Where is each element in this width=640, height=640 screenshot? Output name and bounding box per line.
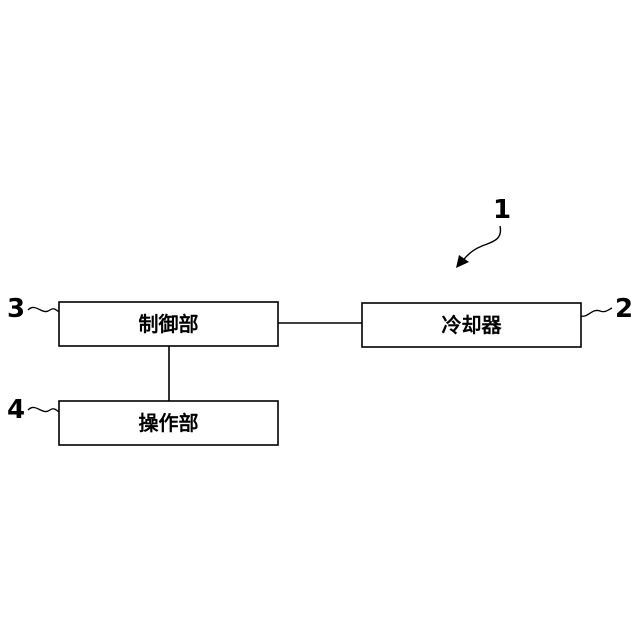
control-leader-line (28, 307, 59, 312)
cooler-label: 冷却器 (442, 313, 503, 337)
system-leader-arrowhead (456, 255, 469, 268)
operation-unit-block: 操作部 (59, 401, 278, 445)
cooler-leader-line (581, 308, 612, 316)
control-unit-label: 制御部 (139, 312, 199, 336)
operation-leader-line (28, 407, 59, 412)
system-leader-line (462, 226, 501, 262)
ref-number-system: 1 (493, 195, 511, 225)
cooler-block: 冷却器 (362, 303, 581, 347)
operation-unit-label: 操作部 (139, 411, 199, 435)
ref-number-operation: 4 (7, 395, 25, 425)
control-unit-block: 制御部 (59, 302, 278, 346)
ref-number-cooler: 2 (615, 294, 633, 324)
ref-number-control: 3 (7, 294, 25, 324)
